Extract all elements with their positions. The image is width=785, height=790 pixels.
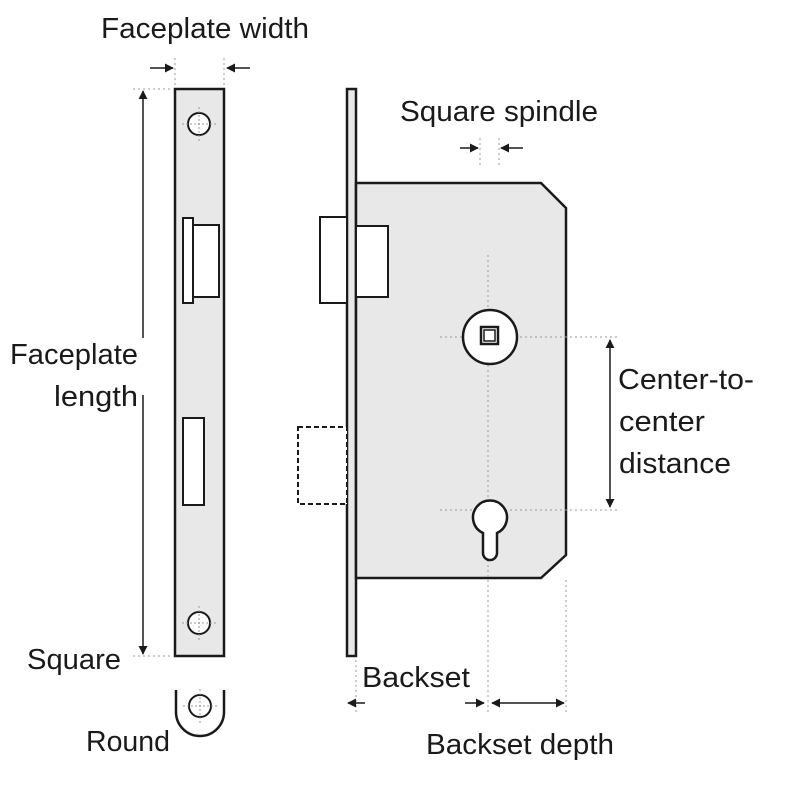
backset-depth-label: Backset depth: [426, 729, 614, 761]
spindle-hub: [461, 308, 519, 366]
center-to-center-dimension: Center-to- center distance: [605, 339, 754, 508]
latch-bolt: [319, 216, 389, 304]
center-to-center-label-line3: distance: [619, 448, 731, 480]
bottom-screw-icon: [182, 606, 216, 640]
faceplate-width-label: Faceplate width: [101, 13, 309, 45]
faceplate: [173, 87, 226, 658]
square-spindle-label: Square spindle: [400, 96, 598, 128]
faceplate-front-view: [173, 87, 226, 738]
faceplate-length-label-line1: Faceplate: [10, 339, 138, 371]
faceplate-length-label-line2: length: [54, 381, 138, 413]
dead-bolt-dashed: [297, 426, 348, 505]
faceplate-width-dimension: Faceplate width: [101, 13, 309, 88]
backset-depth-dimension: Backset depth: [426, 698, 614, 761]
side-faceplate: [345, 87, 358, 658]
backset-dimension: Backset: [347, 662, 485, 708]
latch-slot: [182, 217, 220, 304]
bolt-slot: [182, 417, 205, 506]
backset-label: Backset: [362, 662, 470, 694]
round-end-label: Round: [86, 726, 170, 758]
center-to-center-label-line2: center: [619, 406, 705, 438]
keyhole-icon: [471, 499, 509, 562]
lock-case: [354, 181, 568, 580]
square-spindle-dimension: Square spindle: [400, 96, 598, 165]
round-faceplate-end: [174, 689, 226, 738]
center-to-center-label-line1: Center-to-: [618, 364, 754, 396]
lock-side-view: [297, 87, 620, 712]
faceplate-length-dimension: Faceplate length: [10, 88, 173, 657]
square-end-label: Square: [27, 644, 121, 676]
top-screw-icon: [182, 107, 216, 141]
